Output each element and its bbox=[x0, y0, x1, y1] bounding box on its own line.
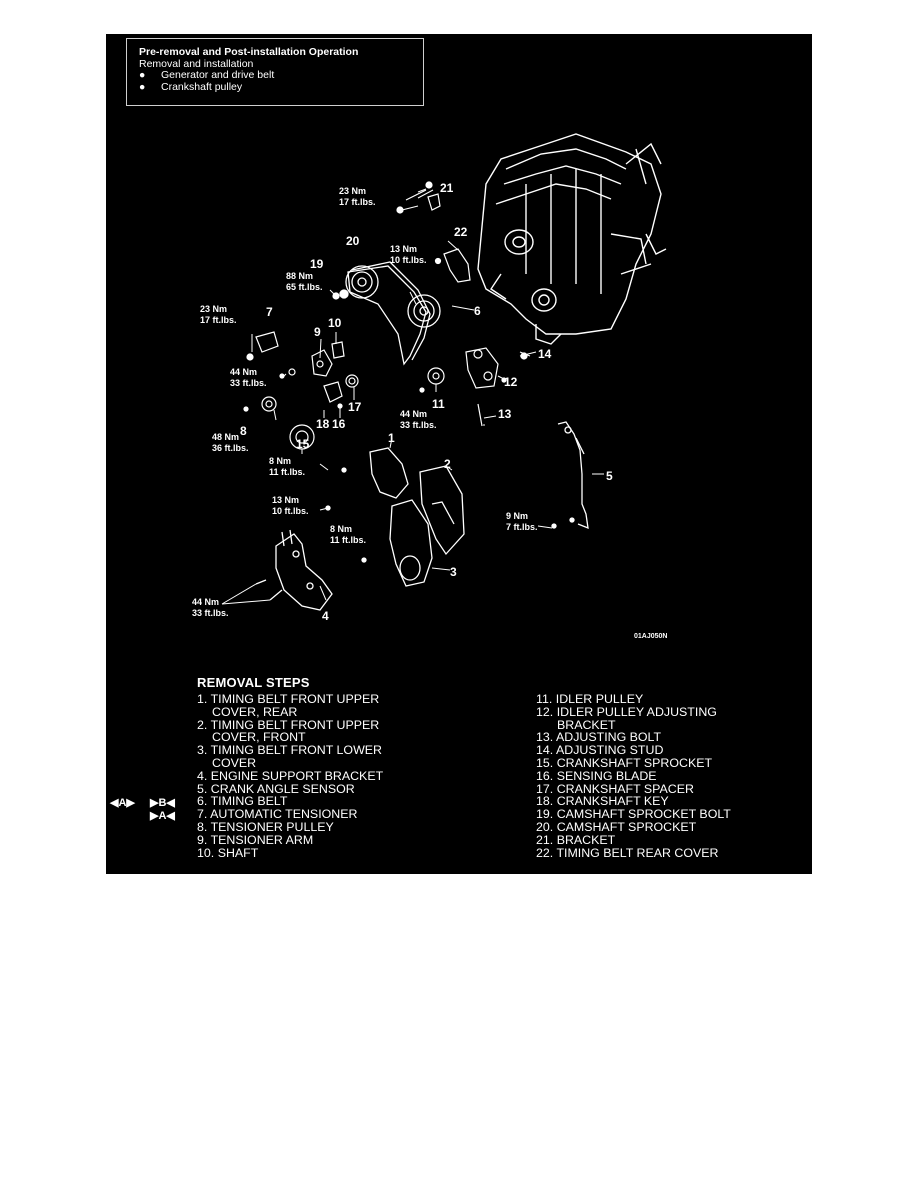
callout-number: 11 bbox=[432, 397, 445, 411]
step-item-continuation: COVER bbox=[212, 755, 257, 770]
callout-number: 8 bbox=[240, 424, 247, 438]
bullet-icon: ● bbox=[139, 80, 146, 93]
step-item: 5. CRANK ANGLE SENSOR bbox=[197, 781, 355, 796]
step-item: 8. TENSIONER PULLEY bbox=[197, 819, 334, 834]
callout-number: 16 bbox=[332, 417, 346, 431]
callout-number: 1 bbox=[388, 431, 395, 445]
install-marker-a-both: ◀A▶ bbox=[110, 797, 135, 809]
torque-label: 88 Nm bbox=[286, 271, 313, 281]
step-item-continuation: COVER, FRONT bbox=[212, 730, 306, 745]
pre-operation-box: Pre-removal and Post-installation Operat… bbox=[126, 38, 424, 106]
removal-steps-title: REMOVAL STEPS bbox=[197, 675, 310, 690]
callout-number: 17 bbox=[348, 400, 362, 414]
torque-label: 17 ft.lbs. bbox=[339, 197, 376, 207]
torque-label: 10 ft.lbs. bbox=[272, 506, 309, 516]
torque-label: 33 ft.lbs. bbox=[400, 420, 437, 430]
step-item: 18. CRANKSHAFT KEY bbox=[536, 794, 669, 809]
support-bracket-illustration bbox=[255, 529, 333, 611]
callout-number: 20 bbox=[346, 234, 360, 248]
pre-operation-bullet: ●Generator and drive belt bbox=[139, 69, 275, 81]
step-item: 16. SENSING BLADE bbox=[536, 768, 657, 783]
step-item-continuation: BRACKET bbox=[557, 717, 616, 732]
torque-label: 7 ft.lbs. bbox=[506, 522, 538, 532]
diagram-code: 01AJ050N bbox=[634, 633, 667, 640]
torque-label: 8 Nm bbox=[269, 456, 291, 466]
step-item: 3. TIMING BELT FRONT LOWER bbox=[197, 743, 382, 758]
step-item: 14. ADJUSTING STUD bbox=[536, 743, 664, 758]
step-item: 4. ENGINE SUPPORT BRACKET bbox=[197, 768, 384, 783]
torque-label: 33 ft.lbs. bbox=[192, 608, 229, 618]
torque-label: 10 ft.lbs. bbox=[390, 255, 427, 265]
callout-number: 10 bbox=[328, 316, 342, 330]
leader-lines bbox=[221, 188, 604, 605]
step-item: 15. CRANKSHAFT SPROCKET bbox=[536, 755, 713, 770]
torque-label: 44 Nm bbox=[230, 367, 257, 377]
tensioner-components-illustration bbox=[243, 292, 359, 450]
step-item: 6. TIMING BELT bbox=[197, 794, 288, 809]
torque-label: 44 Nm bbox=[400, 409, 427, 419]
torque-label: 17 ft.lbs. bbox=[200, 315, 237, 325]
callout-number: 22 bbox=[454, 225, 468, 239]
step-item: 9. TENSIONER ARM bbox=[197, 832, 314, 847]
callout-number: 14 bbox=[538, 347, 552, 361]
step-item: 21. BRACKET bbox=[536, 832, 616, 847]
pre-operation-subtitle: Removal and installation bbox=[139, 57, 254, 70]
pre-operation-title: Pre-removal and Post-installation Operat… bbox=[139, 46, 359, 58]
callout-number: 2 bbox=[444, 457, 451, 471]
step-item: 2. TIMING BELT FRONT UPPER bbox=[197, 717, 380, 732]
install-marker-a: ▶A◀ bbox=[150, 810, 175, 822]
install-marker-b: ▶B◀ bbox=[150, 797, 175, 809]
callout-number: 4 bbox=[322, 609, 329, 623]
step-item: 10. SHAFT bbox=[197, 845, 259, 860]
bracket-illustration bbox=[396, 181, 441, 214]
torque-label: 65 ft.lbs. bbox=[286, 282, 323, 292]
step-item: 1. TIMING BELT FRONT UPPER bbox=[197, 692, 380, 706]
callout-number: 6 bbox=[474, 304, 481, 318]
diagram-panel: Pre-removal and Post-installation Operat… bbox=[106, 34, 812, 874]
callout-number: 9 bbox=[314, 325, 321, 339]
timing-covers-illustration bbox=[325, 447, 465, 587]
crank-angle-sensor-illustration bbox=[551, 421, 589, 530]
callout-number: 12 bbox=[504, 375, 518, 389]
torque-label: 23 Nm bbox=[339, 186, 366, 196]
step-item-continuation: COVER, REAR bbox=[212, 704, 298, 719]
step-item: 19. CAMSHAFT SPROCKET BOLT bbox=[536, 807, 731, 822]
callout-number: 15 bbox=[296, 437, 310, 451]
step-item: 7. AUTOMATIC TENSIONER bbox=[197, 807, 358, 822]
removal-steps-left-column: 1. TIMING BELT FRONT UPPER COVER, REAR 2… bbox=[197, 693, 457, 859]
timing-belt-exploded-diagram: 23 Nm 17 ft.lbs. 13 Nm 10 ft.lbs. 88 Nm … bbox=[192, 133, 667, 640]
torque-label: 44 Nm bbox=[192, 597, 219, 607]
torque-label: 13 Nm bbox=[390, 244, 417, 254]
timing-belt-illustration bbox=[339, 261, 441, 366]
torque-label: 36 ft.lbs. bbox=[212, 443, 249, 453]
torque-label: 48 Nm bbox=[212, 432, 239, 442]
step-item: 17. CRANKSHAFT SPACER bbox=[536, 781, 694, 796]
callout-number: 7 bbox=[266, 305, 273, 319]
torque-label: 11 ft.lbs. bbox=[330, 535, 366, 545]
step-item: 13. ADJUSTING BOLT bbox=[536, 730, 662, 745]
bullet-icon: ● bbox=[139, 69, 146, 81]
callout-number: 18 bbox=[316, 417, 330, 431]
torque-label: 33 ft.lbs. bbox=[230, 378, 267, 388]
engine-block-illustration bbox=[477, 133, 667, 345]
callout-number: 21 bbox=[440, 181, 454, 195]
torque-label: 11 ft.lbs. bbox=[269, 467, 305, 477]
torque-label: 9 Nm bbox=[506, 511, 528, 521]
torque-label: 23 Nm bbox=[200, 304, 227, 314]
removal-steps-right-column: 11. IDLER PULLEY 12. IDLER PULLEY ADJUST… bbox=[536, 693, 806, 859]
torque-label: 8 Nm bbox=[330, 524, 352, 534]
callout-number: 19 bbox=[310, 257, 324, 271]
step-item: 20. CAMSHAFT SPROCKET bbox=[536, 819, 697, 834]
torque-labels: 23 Nm 17 ft.lbs. 13 Nm 10 ft.lbs. 88 Nm … bbox=[192, 186, 538, 618]
torque-label: 13 Nm bbox=[272, 495, 299, 505]
callout-number: 5 bbox=[606, 469, 613, 483]
step-item: 22. TIMING BELT REAR COVER bbox=[536, 845, 719, 860]
pre-operation-bullet: ●Crankshaft pulley bbox=[139, 80, 243, 93]
rear-cover-illustration bbox=[434, 248, 471, 283]
step-item: 12. IDLER PULLEY ADJUSTING bbox=[536, 704, 717, 719]
callout-number: 13 bbox=[498, 407, 512, 421]
callout-number: 3 bbox=[450, 565, 457, 579]
part-callouts: 1 2 3 4 5 6 7 8 9 10 11 12 13 14 15 16 1… bbox=[240, 181, 613, 623]
step-item: 11. IDLER PULLEY bbox=[536, 692, 644, 706]
